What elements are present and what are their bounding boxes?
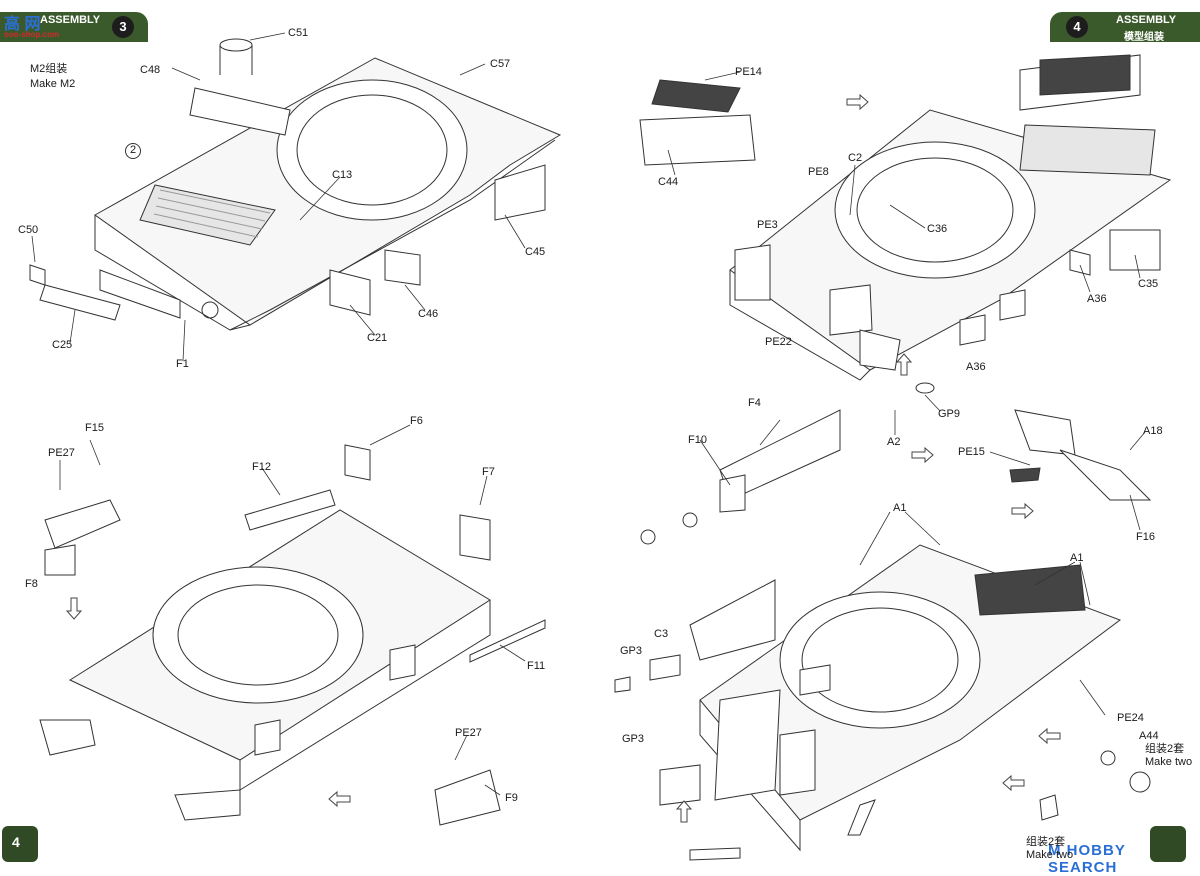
part-label: C45 xyxy=(525,246,546,258)
hull-top-left xyxy=(29,38,562,331)
arrow-up-icon xyxy=(895,353,913,376)
note-en: Make M2 xyxy=(30,78,76,90)
parts-middle-right xyxy=(640,382,1152,545)
part-label: F11 xyxy=(527,660,546,672)
part-label: PE27 xyxy=(455,727,482,739)
note-cn: 组装2套 xyxy=(1026,836,1066,848)
arrow-right-icon xyxy=(846,93,869,111)
part-label: F7 xyxy=(482,466,495,478)
hull-bottom-left xyxy=(39,444,546,826)
part-label: C25 xyxy=(52,339,73,351)
header-title: ASSEMBLY xyxy=(40,14,101,26)
arrow-left-icon xyxy=(328,790,351,808)
part-label: A18 xyxy=(1143,425,1163,437)
page-corner-badge xyxy=(1150,826,1186,862)
step-number-badge: 3 xyxy=(112,16,134,38)
part-label: C21 xyxy=(367,332,388,344)
part-label: A1 xyxy=(1070,552,1084,564)
step-ref-circle: 2 xyxy=(125,143,141,159)
part-label: A1 xyxy=(893,502,907,514)
arrow-down-icon xyxy=(65,597,83,620)
part-label: F6 xyxy=(410,415,423,427)
part-label: F4 xyxy=(748,397,761,409)
part-label: C48 xyxy=(140,64,161,76)
part-label: A36 xyxy=(966,361,986,373)
part-label: GP9 xyxy=(938,408,961,420)
page-number-badge: 4 xyxy=(2,826,38,862)
part-label: C3 xyxy=(654,628,669,640)
watermark-text: ooo-shop.com xyxy=(4,30,60,39)
part-label: PE27 xyxy=(48,447,75,459)
part-label: C35 xyxy=(1138,278,1159,290)
watermark-top-left: 高 网 xyxy=(4,10,40,34)
step-number-badge: 4 xyxy=(1066,16,1088,38)
part-label: F16 xyxy=(1136,531,1155,543)
part-label: F10 xyxy=(688,434,707,446)
arrow-left-icon xyxy=(1038,727,1061,745)
part-label: C46 xyxy=(418,308,439,320)
make-m2-note: M2组装 Make M2 xyxy=(30,62,75,92)
hull-bottom-right xyxy=(614,544,1151,861)
make-two-note: 组装2套 Make two xyxy=(1026,836,1073,862)
part-label: C2 xyxy=(848,152,863,164)
watermark-top-left-sub: ooo-shop.com xyxy=(4,30,59,39)
part-label: GP3 xyxy=(620,645,643,657)
part-label: A36 xyxy=(1087,293,1107,305)
header-subtitle: 模型组装 xyxy=(1124,32,1164,43)
part-label: A2 xyxy=(887,436,901,448)
assembly-header-right: 4 ASSEMBLY 模型组装 xyxy=(1050,12,1200,43)
assembly-header-left: ASSEMBLY 3 xyxy=(0,12,148,42)
part-label: GP3 xyxy=(622,733,645,745)
part-label: PE22 xyxy=(765,336,792,348)
part-label: F9 xyxy=(505,792,518,804)
note-cn: 组装2套 xyxy=(1145,743,1185,755)
part-label: C13 xyxy=(332,169,353,181)
part-label: PE24 xyxy=(1117,712,1144,724)
part-label: F8 xyxy=(25,578,38,590)
part-label: F12 xyxy=(252,461,271,473)
note-en: Make two xyxy=(1026,849,1074,861)
header-title: ASSEMBLY xyxy=(1116,14,1177,26)
arrow-right-icon xyxy=(911,446,934,464)
arrow-left-icon xyxy=(1002,774,1025,792)
part-label: PE14 xyxy=(735,66,762,78)
arrow-up-icon xyxy=(675,800,693,823)
make-two-note: 组装2套 Make two xyxy=(1145,743,1192,769)
part-label: PE15 xyxy=(958,446,985,458)
part-label: A44 xyxy=(1139,730,1159,742)
note-en: Make two xyxy=(1145,756,1193,768)
part-label: C51 xyxy=(288,27,309,39)
leader-lines xyxy=(31,32,1146,796)
part-label: PE3 xyxy=(757,219,778,231)
part-label: C57 xyxy=(490,58,511,70)
part-label: C50 xyxy=(18,224,39,236)
page-number: 4 xyxy=(12,834,20,850)
part-label: F1 xyxy=(176,358,189,370)
watermark-text: 高 网 xyxy=(4,16,41,33)
arrow-right-icon xyxy=(1011,502,1034,520)
part-label: F15 xyxy=(85,422,104,434)
note-cn: M2组装 xyxy=(30,63,68,75)
part-label: C44 xyxy=(658,176,679,188)
part-label: C36 xyxy=(927,223,948,235)
hull-top-right xyxy=(639,54,1172,381)
part-label: PE8 xyxy=(808,166,829,178)
